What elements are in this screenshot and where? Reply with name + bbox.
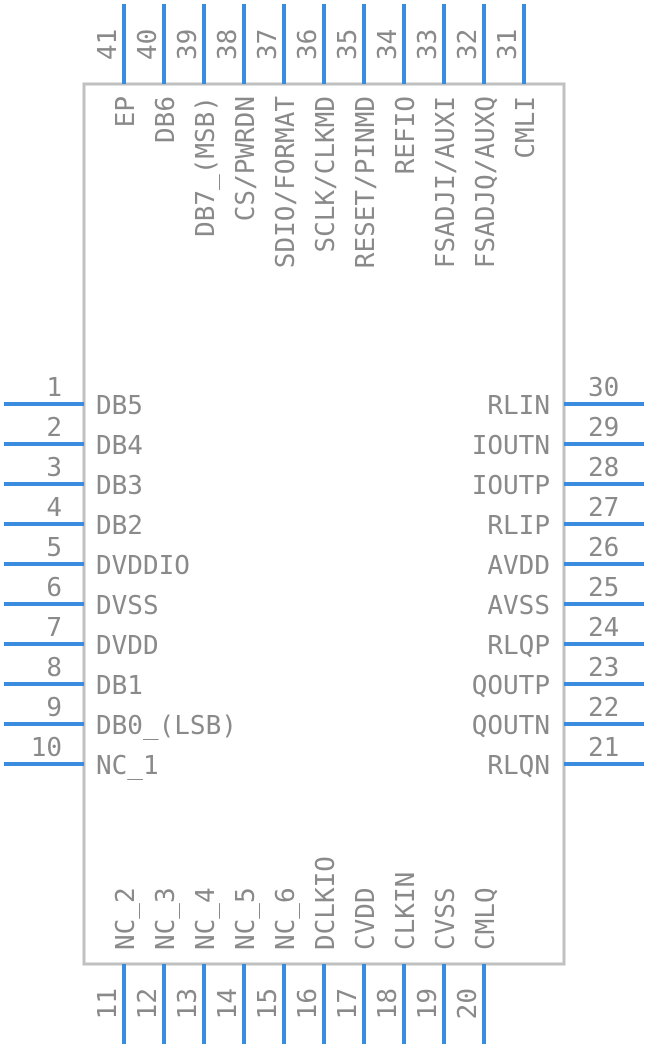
- pin-number: 25: [588, 573, 619, 603]
- pin-name: RLIP: [487, 511, 550, 541]
- pin-number: 32: [453, 29, 483, 60]
- pin-number: 33: [413, 29, 443, 60]
- pin-name: NC_3: [151, 887, 181, 950]
- pin-name: CVDD: [351, 887, 381, 950]
- pin-name: QOUTP: [472, 671, 550, 701]
- pin-name: DB0_(LSB): [96, 711, 237, 741]
- pin-number: 39: [173, 29, 203, 60]
- pin-number: 5: [46, 533, 62, 563]
- pin-number: 7: [46, 613, 62, 643]
- pin-name: DCLKIO: [311, 856, 341, 950]
- pin-name: AVDD: [487, 551, 550, 581]
- pin-number: 38: [213, 29, 243, 60]
- pin-name: NC_5: [231, 887, 261, 950]
- pin-number: 34: [373, 29, 403, 60]
- pin-name: RLQP: [487, 631, 550, 661]
- pin-number: 37: [253, 29, 283, 60]
- pin-number: 26: [588, 533, 619, 563]
- pin-number: 30: [588, 373, 619, 403]
- pin-number: 8: [46, 653, 62, 683]
- pin-number: 18: [373, 988, 403, 1019]
- pin-number: 2: [46, 413, 62, 443]
- pin-number: 1: [46, 373, 62, 403]
- pin-number: 21: [588, 733, 619, 763]
- pin-number: 14: [213, 988, 243, 1019]
- pin-name: SCLK/CLKMD: [311, 96, 341, 253]
- pin-number: 22: [588, 693, 619, 723]
- pin-name: CLKIN: [391, 872, 421, 950]
- pin-number: 6: [46, 573, 62, 603]
- pin-number: 24: [588, 613, 619, 643]
- pin-name: DB3: [96, 471, 143, 501]
- pin-name: NC_6: [271, 887, 301, 950]
- pin-name: DB2: [96, 511, 143, 541]
- pin-name: CVSS: [431, 887, 461, 950]
- pin-name: NC_4: [191, 887, 221, 950]
- pin-number: 28: [588, 453, 619, 483]
- pin-number: 31: [493, 29, 523, 60]
- pin-name: AVSS: [487, 591, 550, 621]
- pin-number: 20: [453, 988, 483, 1019]
- pin-name: DB6: [151, 96, 181, 143]
- pin-number: 11: [93, 988, 123, 1019]
- pin-name: EP: [111, 96, 141, 127]
- pin-number: 3: [46, 453, 62, 483]
- pin-name: DVSS: [96, 591, 159, 621]
- pin-number: 16: [293, 988, 323, 1019]
- pin-name: IOUTN: [472, 431, 550, 461]
- pin-name: QOUTN: [472, 711, 550, 741]
- pin-name: DB4: [96, 431, 143, 461]
- pin-name: DB1: [96, 671, 143, 701]
- pin-number: 13: [173, 988, 203, 1019]
- pin-number: 35: [333, 29, 363, 60]
- pin-name: RLIN: [487, 391, 550, 421]
- pin-number: 27: [588, 493, 619, 523]
- pin-name: FSADJQ/AUXQ: [471, 96, 501, 268]
- pin-number: 36: [293, 29, 323, 60]
- pin-number: 23: [588, 653, 619, 683]
- pin-number: 17: [333, 988, 363, 1019]
- pin-number: 15: [253, 988, 283, 1019]
- pin-number: 12: [133, 988, 163, 1019]
- pin-name: DB7_(MSB): [191, 96, 221, 237]
- pin-name: CMLQ: [471, 887, 501, 950]
- pin-name: NC_2: [111, 887, 141, 950]
- pin-number: 41: [93, 29, 123, 60]
- pin-name: DB5: [96, 391, 143, 421]
- pin-name: CMLI: [511, 96, 541, 159]
- pin-number: 10: [31, 733, 62, 763]
- pin-name: DVDD: [96, 631, 159, 661]
- pin-number: 19: [413, 988, 443, 1019]
- pin-name: SDIO/FORMAT: [271, 96, 301, 269]
- pin-name: RLQN: [487, 751, 550, 781]
- pin-name: CS/PWRDN: [231, 96, 261, 221]
- pin-name: NC_1: [96, 751, 159, 781]
- pin-number: 40: [133, 29, 163, 60]
- pin-name: DVDDIO: [96, 551, 190, 581]
- pin-name: RESET/PINMD: [351, 96, 381, 268]
- pin-name: IOUTP: [472, 471, 550, 501]
- pin-number: 9: [46, 693, 62, 723]
- pin-number: 29: [588, 413, 619, 443]
- pin-name: REFIO: [391, 96, 421, 174]
- pin-name: FSADJI/AUXI: [431, 96, 461, 268]
- bottom-pin-group: 11 NC_2 12 NC_3 13 NC_4 14 NC_5 15 NC_6 16 DCLKIO 17…: [93, 856, 501, 1044]
- pin-number: 4: [46, 493, 62, 523]
